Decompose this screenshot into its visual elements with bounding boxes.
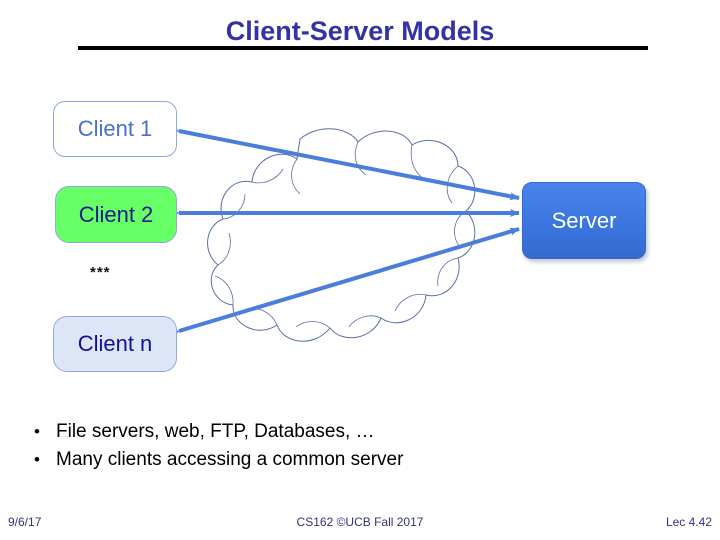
node-client-n[interactable]: Client n: [53, 316, 177, 372]
title-divider: [78, 46, 648, 50]
bullet-list: • File servers, web, FTP, Databases, … •…: [34, 418, 674, 474]
footer-date: 9/6/17: [8, 515, 42, 529]
footer-course: CS162 ©UCB Fall 2017: [296, 515, 424, 529]
clients-ellipsis: ***: [90, 264, 111, 281]
node-server[interactable]: Server: [522, 182, 646, 259]
list-item: • File servers, web, FTP, Databases, …: [34, 418, 674, 446]
footer-lecture-no: Lec 4.42: [665, 515, 712, 529]
node-client-1[interactable]: Client 1: [53, 101, 177, 157]
node-client-2[interactable]: Client 2: [55, 186, 177, 243]
list-item: • Many clients accessing a common server: [34, 446, 674, 474]
slide-footer: 9/6/17 CS162 ©UCB Fall 2017 Lec 4.42: [0, 515, 720, 533]
bullet-marker-icon: •: [34, 422, 40, 441]
bullet-marker-icon: •: [34, 450, 40, 469]
network-cloud-icon: [207, 128, 476, 342]
connector-clientn-server: [169, 227, 520, 338]
connector-client1-server: [169, 125, 520, 201]
bullet-text: File servers, web, FTP, Databases, …: [56, 421, 375, 442]
bullet-text: Many clients accessing a common server: [56, 449, 404, 470]
page-title: Client-Server Models: [225, 16, 495, 46]
